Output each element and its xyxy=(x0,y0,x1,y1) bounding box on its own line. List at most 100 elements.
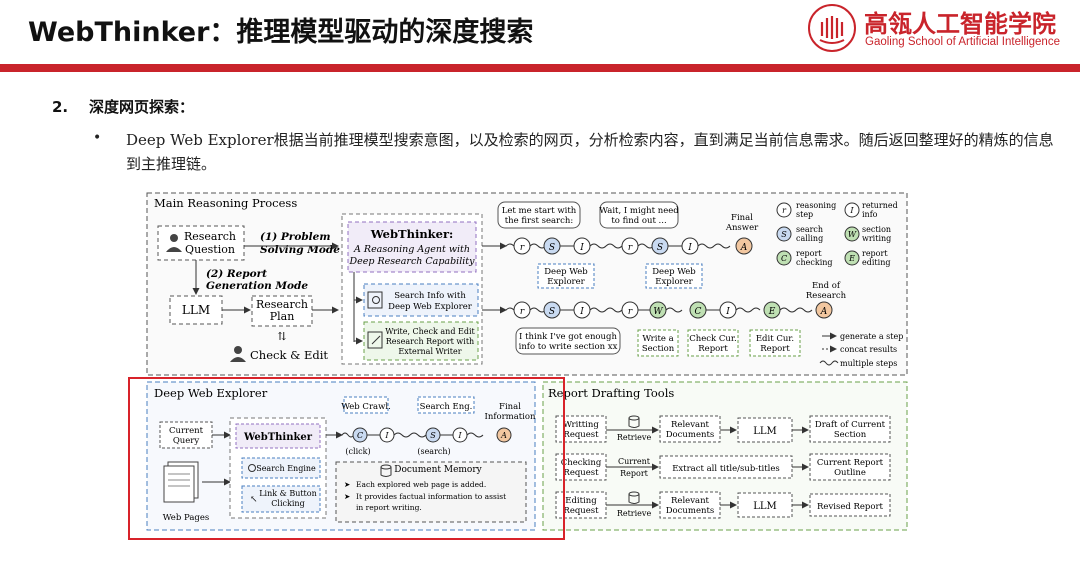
svg-text:WebThinker:: WebThinker: xyxy=(370,227,454,241)
svg-text:A: A xyxy=(740,243,748,253)
svg-text:Deep Web Explorer: Deep Web Explorer xyxy=(154,386,268,400)
svg-text:Research: Research xyxy=(806,291,847,301)
svg-text:Search Eng.: Search Eng. xyxy=(420,402,473,412)
svg-text:Relevant: Relevant xyxy=(671,420,710,430)
svg-text:section: section xyxy=(862,225,891,234)
svg-text:returned: returned xyxy=(862,201,898,210)
svg-text:C: C xyxy=(781,254,787,263)
svg-text:I: I xyxy=(384,431,389,440)
svg-text:Extract all title/sub-titles: Extract all title/sub-titles xyxy=(672,464,780,474)
svg-text:Research: Research xyxy=(256,298,308,311)
svg-text:Final: Final xyxy=(731,213,753,223)
svg-text:I: I xyxy=(849,206,854,215)
svg-text:Deep Research Capability: Deep Research Capability xyxy=(349,256,476,267)
database-icon xyxy=(628,415,640,428)
database-icon xyxy=(380,464,392,477)
svg-text:(click): (click) xyxy=(345,447,370,456)
svg-text:Let me start with: Let me start with xyxy=(502,206,577,216)
svg-text:Edit Cur.: Edit Cur. xyxy=(756,334,794,344)
svg-text:Solving Mode: Solving Mode xyxy=(260,244,340,256)
search-icon xyxy=(248,464,256,472)
svg-text:Search Info with: Search Info with xyxy=(394,291,466,301)
svg-text:C: C xyxy=(357,431,363,440)
svg-text:info: info xyxy=(862,210,878,219)
svg-text:A: A xyxy=(820,307,828,317)
svg-text:info to write section xx: info to write section xx xyxy=(519,342,618,352)
svg-text:Writting: Writting xyxy=(563,420,599,430)
svg-text:Deep Web: Deep Web xyxy=(652,267,696,277)
svg-text:Document Memory: Document Memory xyxy=(394,465,482,475)
svg-text:LLM: LLM xyxy=(753,426,777,437)
svg-text:in report writing.: in report writing. xyxy=(356,503,422,512)
svg-text:S: S xyxy=(657,243,663,253)
svg-text:I: I xyxy=(457,431,462,440)
svg-text:Report: Report xyxy=(620,469,649,478)
bullet-text: Deep Web Explorer根据当前推理模型搜索意图，以及检索的网页，分析… xyxy=(126,131,1054,173)
svg-text:Explorer: Explorer xyxy=(655,277,693,287)
svg-text:calling: calling xyxy=(796,234,823,243)
web-pages-icon xyxy=(163,461,199,503)
svg-text:Report: Report xyxy=(698,344,728,354)
svg-text:Explorer: Explorer xyxy=(547,277,585,287)
svg-text:C: C xyxy=(695,307,702,317)
svg-text:Search Engine: Search Engine xyxy=(256,464,316,473)
svg-text:editing: editing xyxy=(862,258,890,267)
svg-text:W: W xyxy=(848,230,857,239)
svg-text:Wait, I might need: Wait, I might need xyxy=(599,206,679,216)
svg-text:S: S xyxy=(549,243,555,253)
svg-text:Generation Mode: Generation Mode xyxy=(206,280,308,292)
svg-text:E: E xyxy=(768,307,776,317)
svg-text:checking: checking xyxy=(796,258,833,267)
svg-text:Retrieve: Retrieve xyxy=(617,433,652,442)
svg-text:r: r xyxy=(628,307,633,317)
svg-text:Each explored web page is adde: Each explored web page is added. xyxy=(356,480,486,489)
svg-text:A Reasoning Agent with: A Reasoning Agent with xyxy=(353,244,470,255)
svg-text:I: I xyxy=(687,243,692,253)
edit-doc-icon xyxy=(367,331,383,349)
svg-text:Request: Request xyxy=(563,506,599,516)
svg-text:r: r xyxy=(520,243,525,253)
user-icon xyxy=(230,346,246,362)
svg-text:generate a step: generate a step xyxy=(840,332,903,341)
svg-text:Outline: Outline xyxy=(834,468,866,478)
svg-text:E: E xyxy=(848,254,855,263)
svg-text:Write, Check and Edit: Write, Check and Edit xyxy=(385,327,475,336)
svg-text:Final: Final xyxy=(499,402,521,412)
svg-text:Answer: Answer xyxy=(725,223,759,233)
section-heading: 2. 深度网页探索： xyxy=(52,98,195,116)
svg-text:Query: Query xyxy=(173,436,200,446)
svg-text:End of: End of xyxy=(812,281,841,291)
svg-text:S: S xyxy=(781,230,787,239)
svg-text:Retrieve: Retrieve xyxy=(617,509,652,518)
svg-text:Deep Web Explorer: Deep Web Explorer xyxy=(388,302,473,312)
svg-text:Check Cur.: Check Cur. xyxy=(689,334,736,344)
svg-text:Documents: Documents xyxy=(666,430,715,440)
user-icon xyxy=(166,234,182,252)
search-doc-icon xyxy=(367,291,383,309)
svg-text:A: A xyxy=(500,431,507,440)
svg-text:r: r xyxy=(628,243,633,253)
svg-text:LLM: LLM xyxy=(182,303,210,317)
svg-text:Web Pages: Web Pages xyxy=(163,513,209,523)
svg-text:step: step xyxy=(796,210,813,219)
svg-text:Link & Button: Link & Button xyxy=(259,489,317,498)
header-divider xyxy=(0,64,1080,72)
svg-text:r: r xyxy=(520,307,525,317)
svg-text:reasoning: reasoning xyxy=(796,201,836,210)
svg-text:r: r xyxy=(782,206,787,215)
main-title: Main Reasoning Process xyxy=(154,196,297,210)
svg-text:Web Crawl.: Web Crawl. xyxy=(341,402,391,412)
svg-text:➤: ➤ xyxy=(344,480,351,489)
svg-text:I: I xyxy=(579,243,584,253)
svg-text:(2) Report: (2) Report xyxy=(206,268,267,280)
school-name-cn: 高瓴人工智能学院 xyxy=(864,10,1056,38)
svg-text:Clicking: Clicking xyxy=(271,499,304,508)
svg-text:External Writer: External Writer xyxy=(398,347,461,356)
svg-text:report: report xyxy=(862,249,888,258)
svg-text:Section: Section xyxy=(834,430,867,440)
svg-text:(search): (search) xyxy=(417,447,450,456)
webthinker-diagram: Main Reasoning Process Research Question… xyxy=(146,192,908,538)
svg-text:Research: Research xyxy=(184,230,236,243)
bullet-icon: • xyxy=(93,130,102,146)
